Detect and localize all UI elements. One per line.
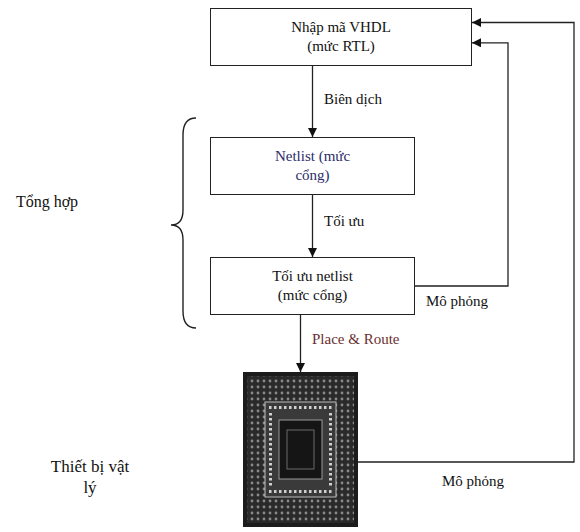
box-text: Tối ưu netlist (mức cổng) [257,267,369,305]
box-text: Nhập mã VHDL (mức RTL) [280,18,402,56]
edge-label: Place & Route [310,330,401,348]
edge-label: Tối ưu [322,212,366,230]
device-label: Thiết bị vật lý [50,456,130,499]
process-box: Netlist (mức cổng) [210,137,415,195]
flow-arrow [300,315,301,372]
edge-label: Biên dịch [322,90,384,108]
flow-arrow [358,23,574,463]
box-text: Netlist (mức cổng) [270,147,356,185]
edge-label: Mô phỏng [440,472,506,490]
flow-arrow [415,43,508,286]
edge-label: Mô phỏng [424,292,490,310]
chip-illustration [243,372,358,527]
process-box: Nhập mã VHDL (mức RTL) [210,8,472,66]
group-label: Tổng hợp [14,192,80,212]
flow-arrow [312,66,313,137]
process-box: Tối ưu netlist (mức cổng) [210,257,415,315]
flow-arrow [312,195,313,257]
brace-line [171,118,196,328]
chip-device: Thiết bị vật lý [243,372,358,527]
